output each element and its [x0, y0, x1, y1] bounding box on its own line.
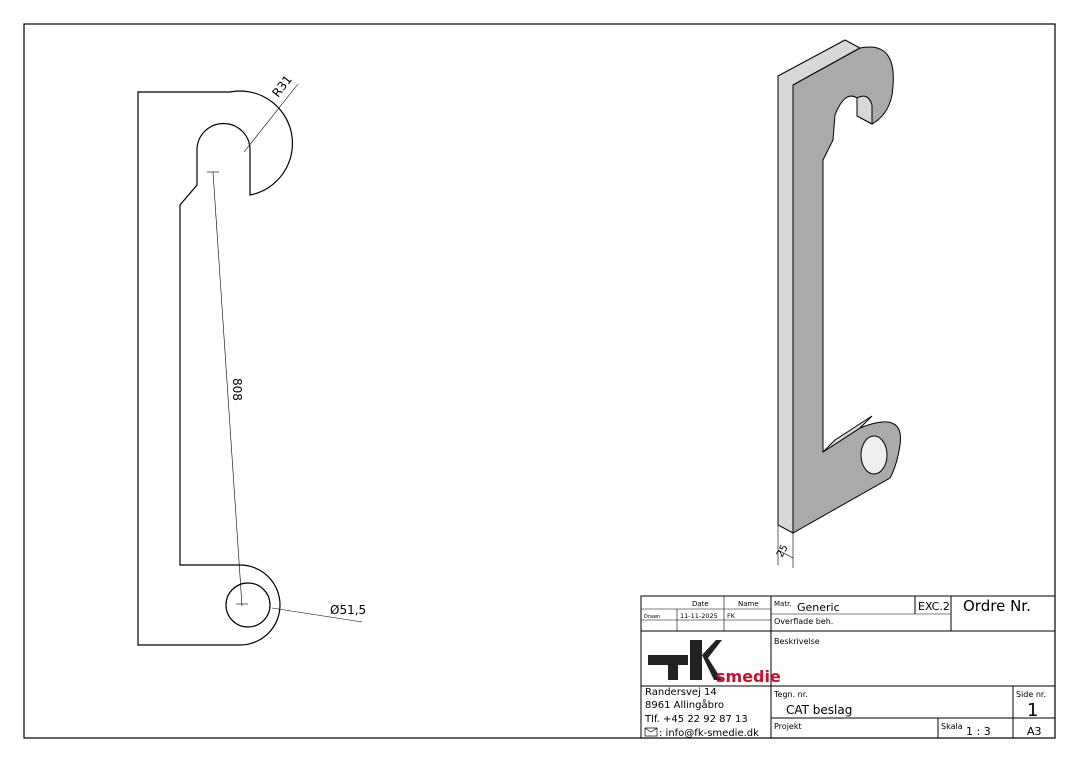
name-header: Name	[738, 600, 759, 608]
boss-top-face	[822, 415, 873, 453]
isometric-view	[777, 39, 901, 534]
svg-text:smedie: smedie	[716, 667, 781, 686]
sheet-border	[23, 23, 1056, 739]
bore-hole	[225, 582, 271, 628]
material-value: Generic	[797, 601, 840, 614]
scale-value: 1 : 3	[966, 725, 991, 738]
dimension-lines	[207, 83, 363, 623]
surface-label: Overflade beh.	[774, 617, 833, 626]
email[interactable]: : info@fk-smedie.dk	[659, 728, 759, 739]
order-label: Ordre Nr.	[963, 597, 1031, 615]
drawing-no-value: CAT beslag	[786, 703, 852, 717]
paper-size: A3	[1027, 725, 1042, 738]
dim-thickness: 25	[775, 543, 791, 559]
address-line1: Randersvej 14	[645, 687, 717, 698]
thickness-dimension	[777, 525, 794, 568]
date-header: Date	[692, 600, 709, 608]
iso-bore-hole	[860, 435, 888, 475]
page-label: Side nr.	[1016, 690, 1046, 699]
phone: Tlf. +45 22 92 87 13	[644, 714, 748, 725]
dim-diameter: Ø51,5	[330, 603, 366, 617]
drawn-name: FK	[727, 612, 736, 620]
material-label: Matr.	[774, 600, 792, 608]
page-value: 1	[1027, 700, 1038, 721]
company-logo: smedie	[643, 633, 781, 686]
drawing-no-label: Tegn. nr.	[773, 690, 808, 699]
envelope-icon	[644, 727, 658, 737]
front-view	[137, 90, 294, 646]
dim-length: 808	[230, 378, 244, 401]
slot-face	[856, 95, 873, 125]
dim-radius: R31	[269, 73, 295, 100]
description-label: Beskrivelse	[774, 637, 820, 646]
part-outline	[137, 90, 294, 646]
execution-class: EXC.2	[918, 600, 950, 613]
title-block	[640, 595, 1056, 739]
front-face	[792, 46, 901, 534]
drawn-label: Drawn	[644, 614, 660, 620]
address-line2: 8961 Allingåbro	[645, 698, 724, 711]
drawn-date: 11-11-2025	[680, 612, 718, 620]
scale-label: Skala	[941, 722, 963, 731]
project-label: Projekt	[774, 722, 802, 731]
